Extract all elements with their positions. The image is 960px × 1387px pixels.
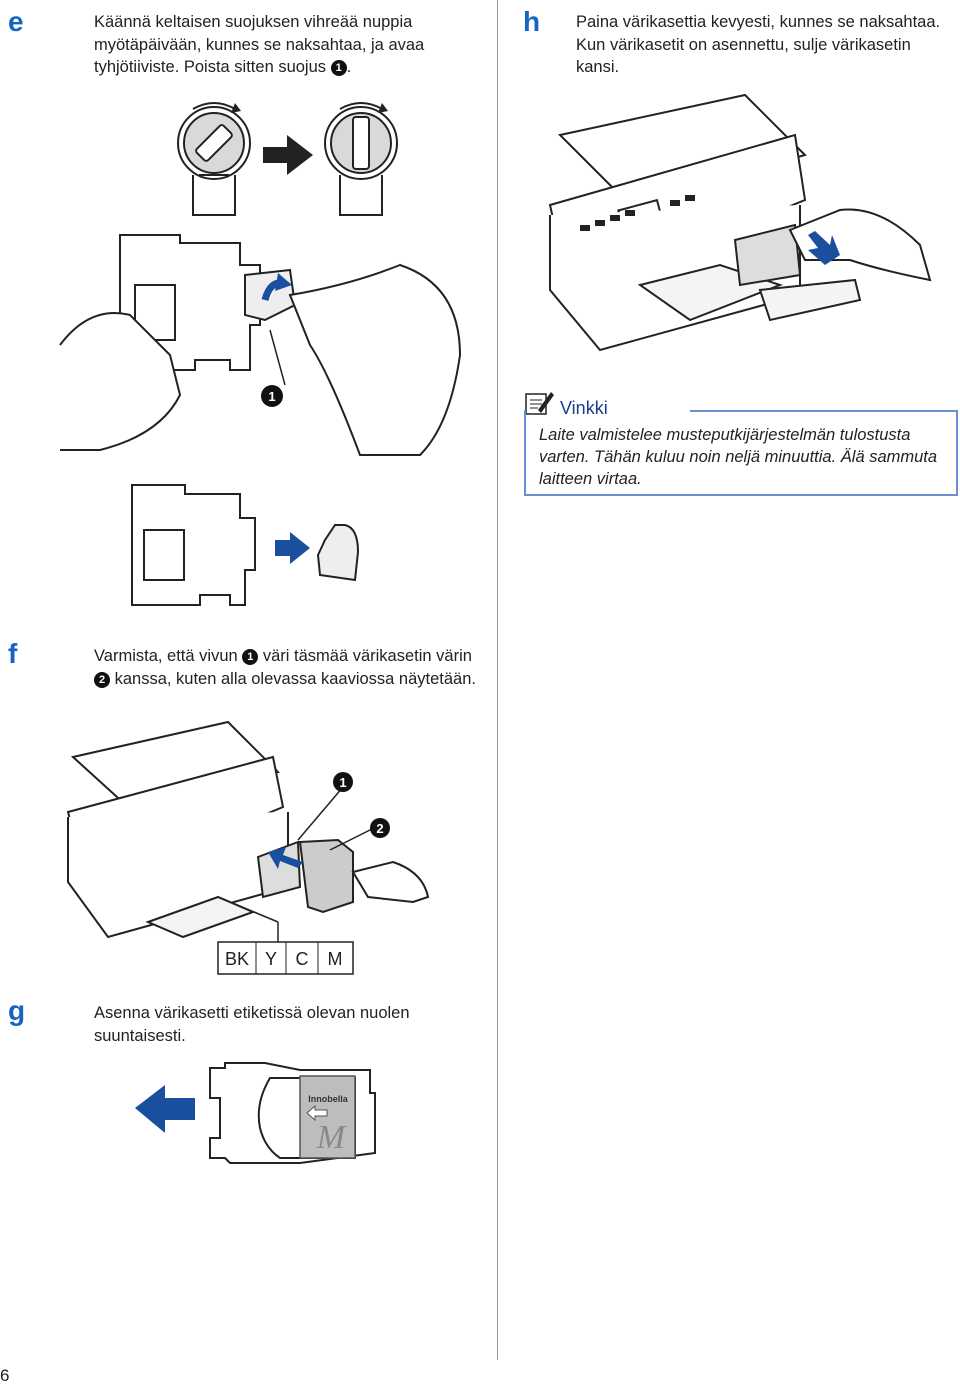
callout-badge-1: 1 [330, 60, 347, 76]
arrow-right-icon-2 [275, 532, 310, 564]
callout-badge-f1: 1 [242, 649, 259, 665]
step-letter-f: f [8, 638, 18, 669]
hands-removing-cap-illustration: 1 [59, 234, 462, 456]
note-title: Vinkki [560, 398, 608, 418]
arrow-left-icon [135, 1085, 195, 1133]
figure-callout-1 [261, 385, 283, 407]
note-text: Laite valmistelee musteputkijärjestelmän… [539, 426, 938, 488]
callout-badge-f2: 2 [94, 671, 110, 688]
step-f-text-part1: Varmista, että vivun [94, 647, 238, 665]
step-e-text: Käännä keltaisen suojuksen vihreää nuppi… [94, 11, 484, 79]
step-f-text-part3: kanssa, kuten alla olevassa kaaviossa nä… [114, 669, 476, 688]
step-letter-g: g [8, 995, 26, 1026]
figure-callout-f2 [370, 818, 390, 838]
note-title-rule [690, 410, 956, 412]
figure-callout-f2-label: 2 [376, 821, 383, 836]
cartridge-insert-direction-illustration: Innobella M [135, 1062, 376, 1164]
printer-color-match-illustration: 1 2 BK Y C M [66, 720, 430, 975]
knob-after [324, 106, 398, 216]
step-letter-h: h [523, 6, 541, 37]
legend-m: M [328, 949, 343, 969]
pencil-note-icon [525, 392, 554, 415]
figure-callout-1-label: 1 [268, 389, 275, 404]
step-f-text-part2: väri täsmää värikasetin värin [262, 647, 472, 665]
rotate-clockwise-icon [192, 102, 236, 110]
knob-rotation-illustration [177, 102, 398, 216]
cartridge-brand: Innobella [308, 1094, 348, 1104]
note-box [524, 410, 958, 496]
legend-bk: BK [225, 949, 249, 969]
ink-cartridge-slot [733, 223, 802, 287]
printer-close-cover-illustration [548, 93, 932, 352]
legend-c: C [296, 949, 309, 969]
figure-callout-f1 [333, 772, 353, 792]
arrow-right-icon [263, 135, 313, 175]
knob-before [177, 106, 251, 216]
step-h-text: Paina värikasettia kevyesti, kunnes se n… [576, 13, 941, 76]
step-letter-e: e [8, 6, 24, 37]
hand-pushing [788, 208, 932, 282]
step-e-text-main: Käännä keltaisen suojuksen vihreää nuppi… [94, 13, 425, 76]
column-divider [497, 0, 498, 1360]
arrow-left-icon-h [808, 231, 840, 265]
step-g-text: Asenna värikasetti etiketissä olevan nuo… [94, 1004, 410, 1045]
removed-cap [316, 524, 360, 582]
page-number: 6 [0, 1366, 10, 1385]
figure-callout-f1-label: 1 [339, 775, 346, 790]
left-hand [59, 312, 182, 451]
cartridge-cap-removed-illustration [131, 484, 360, 606]
ink-cartridge-f [298, 838, 354, 914]
right-hand [288, 263, 462, 456]
step-e-text-end: . [346, 58, 352, 76]
cartridge-color-letter: M [316, 1119, 347, 1156]
arrow-left-icon-f [268, 847, 303, 869]
legend-y: Y [265, 949, 277, 969]
step-f-text: Varmista, että vivun 1 väri täsmää värik… [94, 645, 484, 690]
cartridge-label [299, 1075, 356, 1159]
